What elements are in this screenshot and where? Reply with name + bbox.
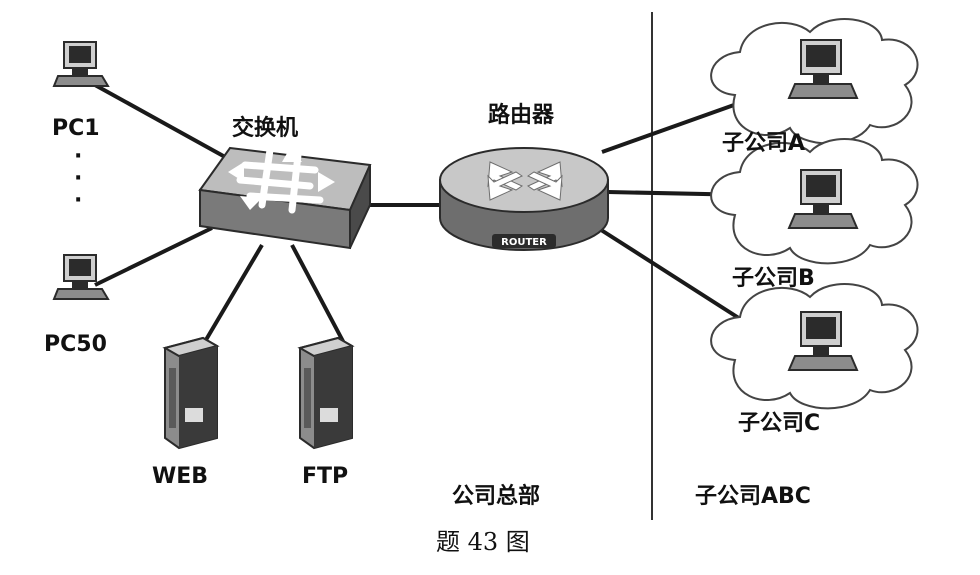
computer-icon-branch-c <box>787 311 859 371</box>
router-icon <box>439 147 609 251</box>
link-switch-ftp <box>290 244 347 346</box>
figure-caption: 题 43 图 <box>436 528 530 556</box>
pc50-icon <box>52 254 110 300</box>
ftp-server-icon <box>297 336 355 450</box>
switch-label: 交换机 <box>232 116 299 141</box>
router-label: 路由器 <box>488 103 555 128</box>
pc-ellipsis: · · · <box>74 144 83 213</box>
branches-label: 子公司ABC <box>695 484 811 509</box>
branch-a-label: 子公司A <box>722 131 806 156</box>
branch-b-label: 子公司B <box>732 266 815 291</box>
computer-icon-branch-b <box>787 169 859 229</box>
ftp-label: FTP <box>302 464 349 489</box>
switch-icon <box>198 146 372 250</box>
link-pc50-switch <box>94 226 213 287</box>
pc1-icon <box>52 41 110 87</box>
link-router-branch-a <box>601 98 749 154</box>
link-pc1-switch <box>94 83 246 170</box>
link-router-branch-c <box>596 226 747 324</box>
headquarters-label: 公司总部 <box>452 484 541 509</box>
web-label: WEB <box>152 464 209 489</box>
pc1-label: PC1 <box>52 116 100 141</box>
branch-c-label: 子公司C <box>738 411 821 436</box>
link-switch-web <box>198 243 264 352</box>
pc50-label: PC50 <box>44 332 107 357</box>
router-badge: ROUTER <box>501 237 547 248</box>
connection-lines <box>94 83 753 352</box>
computer-icon-branch-a <box>787 39 859 99</box>
web-server-icon <box>162 336 220 450</box>
